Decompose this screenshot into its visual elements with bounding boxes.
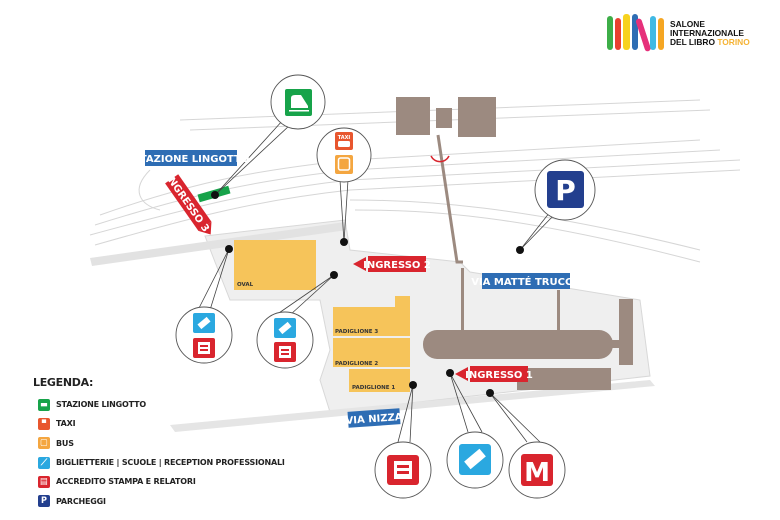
logo-text: SALONE INTERNAZIONALE DEL LIBRO TORINO — [670, 20, 750, 47]
walkway — [461, 268, 464, 331]
ticket-icon: ⟋ — [38, 456, 50, 469]
legend-item-taxi: ▀ TAXI — [33, 414, 285, 433]
logo-line: DEL LIBRO — [670, 37, 715, 47]
via-nizza-road — [170, 380, 655, 432]
legend-label: TAXI — [56, 419, 76, 429]
press-icon[interactable] — [387, 455, 419, 485]
padiglione-2 — [333, 338, 410, 367]
bus-icon: ▢ — [38, 437, 50, 450]
logo-torino: TORINO — [717, 37, 750, 47]
label-ingresso-1[interactable]: INGRESSO 1 — [455, 366, 533, 382]
taxi-icon[interactable]: TAXI — [335, 132, 353, 150]
label-oval: OVAL — [237, 282, 254, 288]
label-ingresso-2[interactable]: INGRESSO 2 — [353, 256, 431, 272]
press-icon[interactable] — [274, 342, 296, 362]
lingotto-east-wing — [619, 299, 633, 365]
road-strip — [90, 222, 347, 266]
metro-icon[interactable]: M — [521, 454, 553, 488]
legend-label: BUS — [56, 438, 74, 448]
building-top — [436, 108, 452, 128]
svg-text:STAZIONE LINGOTTO: STAZIONE LINGOTTO — [133, 154, 250, 165]
leader-lines — [197, 119, 556, 443]
legend-item-biglietterie: ⟋ BIGLIETTERIE | SCUOLE | RECEPTION PROFE… — [33, 453, 285, 472]
label-via-nizza: VIA NIZZA — [345, 408, 403, 428]
press-icon[interactable] — [193, 338, 215, 358]
logo-stripes — [605, 12, 667, 56]
label-stazione-lingotto: STAZIONE LINGOTTO — [133, 150, 250, 166]
logo-line: SALONE — [670, 19, 705, 29]
svg-text:M: M — [524, 458, 550, 488]
label-via-matte-trucco: VIA MATTÉ TRUCCO — [471, 273, 581, 289]
padiglione-1 — [349, 369, 410, 392]
lingotto-south-block — [517, 368, 611, 390]
connector — [605, 340, 621, 348]
train-icon: ▬ — [38, 398, 50, 411]
label-padiglione-2: PADIGLIONE 2 — [335, 361, 378, 367]
legend-item-accredito: ▤ ACCREDITO STAMPA E RELATORI — [33, 472, 285, 491]
legend-item-bus: ▢ BUS — [33, 434, 285, 453]
bus-icon[interactable] — [335, 155, 353, 174]
ticket-icon[interactable] — [459, 444, 491, 475]
logo-line: INTERNAZIONALE — [670, 28, 744, 38]
ticket-icon[interactable] — [193, 313, 215, 333]
label-padiglione-3: PADIGLIONE 3 — [335, 329, 378, 335]
legend-label: PARCHEGGI — [56, 496, 106, 506]
svg-text:P: P — [555, 174, 576, 207]
svg-text:VIA NIZZA: VIA NIZZA — [345, 412, 403, 427]
bridge — [436, 134, 463, 264]
svg-text:INGRESSO 1: INGRESSO 1 — [465, 370, 533, 381]
press-icon: ▤ — [38, 475, 50, 488]
label-padiglione-1: PADIGLIONE 1 — [352, 385, 395, 391]
legend-item-stazione: ▬ STAZIONE LINGOTTO — [33, 395, 285, 414]
arch-icon — [430, 155, 450, 163]
building-top — [458, 97, 496, 137]
parking-icon: P — [38, 495, 50, 508]
ticket-icon[interactable] — [274, 318, 296, 338]
legend-label: BIGLIETTERIE | SCUOLE | RECEPTION PROFES… — [56, 458, 285, 468]
legend-title: LEGENDA: — [33, 376, 94, 389]
legend-label: ACCREDITO STAMPA E RELATORI — [56, 477, 196, 487]
legend: LEGENDA: ▬ STAZIONE LINGOTTO ▀ TAXI ▢ BUS ⟋… — [33, 376, 285, 511]
svg-text:TAXI: TAXI — [338, 135, 351, 141]
main-lingotto-building — [423, 330, 613, 359]
svg-text:VIA MATTÉ TRUCCO: VIA MATTÉ TRUCCO — [471, 275, 581, 288]
padiglione-3 — [333, 296, 410, 336]
parking-icon[interactable]: P — [547, 171, 584, 208]
taxi-icon: ▀ — [38, 417, 50, 430]
train-icon[interactable] — [285, 89, 312, 116]
walkway — [557, 290, 560, 331]
legend-label: STAZIONE LINGOTTO — [56, 400, 146, 410]
building-top — [396, 97, 430, 135]
svg-text:INGRESSO 2: INGRESSO 2 — [363, 260, 431, 271]
location-dots — [211, 191, 524, 397]
oval-building — [234, 240, 316, 290]
legend-item-parcheggi: P PARCHEGGI — [33, 491, 285, 510]
